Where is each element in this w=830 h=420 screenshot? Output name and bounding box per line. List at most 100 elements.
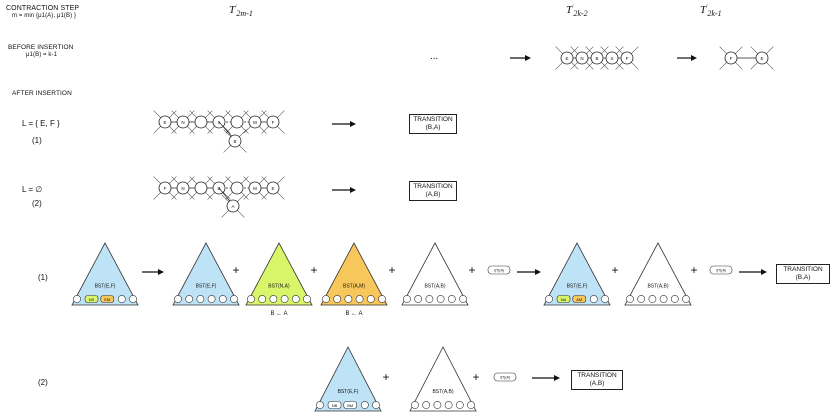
row2-tri1-pill [343, 401, 358, 409]
row1-tri5-slot [436, 295, 445, 303]
transition-box-case2: TRANSITION(A,B) [409, 181, 457, 201]
case1-branch-node-spike [238, 144, 247, 153]
row1-tri7-slot [637, 295, 646, 303]
row1-plus3: + [388, 263, 395, 277]
case1-branch-node-label: B [233, 139, 236, 144]
before-chain-node-spike [585, 46, 594, 55]
row2-tri1-label: BST(E,F) [338, 389, 359, 395]
row1-tri1-pill-label: NS [89, 297, 95, 302]
before-chain-node [590, 51, 604, 65]
before-chain-node-spike [615, 46, 624, 55]
row1-arrow1-head [158, 269, 164, 275]
before-chain-node-spike [570, 61, 579, 70]
case1-branch-node-spike [238, 129, 247, 138]
row1-tri4-slot [366, 295, 375, 303]
ellipsis: ... [430, 51, 439, 62]
row1-tri7-slot [659, 295, 668, 303]
row2-tri1-slot [372, 401, 380, 409]
row2-tri2-slot [433, 401, 442, 409]
before-chain-node [605, 51, 619, 65]
before-pair-node-label: E [760, 56, 763, 61]
case1-chain-node-spike [207, 110, 216, 119]
case1-chain-node-spike [207, 125, 216, 134]
row1-tri7-slot [682, 295, 690, 303]
before-chain-node-spike [555, 46, 564, 55]
row1-tri4 [320, 242, 388, 306]
row1-tri1-pill-label: EM [104, 297, 110, 302]
case2-branch-node-spike [236, 194, 245, 203]
row2-tri1-slot [360, 401, 369, 409]
case2-chain-node-spike [261, 191, 270, 200]
row1-tri4-label: BST(A,M) [343, 284, 365, 290]
case1-chain-node-spike [276, 125, 285, 134]
row1-tri1-pill [100, 295, 115, 303]
before-chain-node-spike [615, 61, 624, 70]
case2-chain-node-label: E [271, 186, 274, 191]
row1-tri1-pill [84, 295, 99, 303]
before-pair-node-label: F [730, 56, 733, 61]
arrow-case1-head [350, 121, 356, 127]
case2-chain-node [158, 181, 172, 195]
row1-tri7-slot [670, 295, 679, 303]
case1-chain-node [266, 115, 280, 129]
row2-tri2 [409, 346, 477, 412]
case1-chain-node-spike [243, 125, 252, 134]
row2-tri2-slot [411, 401, 419, 409]
case1-chain-node-spike [168, 125, 177, 134]
row1-plus6: + [690, 263, 697, 277]
case2-chain-node-spike [186, 176, 195, 185]
case2-chain-node-spike [189, 191, 198, 200]
before-pair-node-spike [719, 46, 728, 55]
case2-chain-node-label: N [181, 186, 184, 191]
row1-tri2-slot [218, 295, 227, 303]
case2-chain-node-spike [258, 191, 267, 200]
before-chain-node [575, 51, 589, 65]
row1-tri6-slot [601, 295, 609, 303]
row1-tri6-slot [545, 295, 553, 303]
row1-tri2 [172, 242, 240, 306]
before-insertion-title: BEFORE INSERTION [8, 44, 74, 51]
arrow-case2-head [350, 187, 356, 193]
case1-chain-node-spike [261, 125, 270, 134]
before-chain-node-spike [630, 61, 639, 70]
row1-tri3-label: BST(N,A) [268, 284, 290, 290]
case2-chain-node-label: F [164, 186, 167, 191]
row1-tri1-slot [73, 295, 81, 303]
before-pair-node-spike [750, 61, 759, 70]
case1-chain-node-spike [153, 125, 162, 134]
case2-chain-node-spike [207, 176, 216, 185]
before-chain-node-spike [570, 61, 579, 70]
row1-tri1-slot [117, 295, 126, 303]
row1-pill1-label: I(T)(A) [494, 269, 504, 273]
case2-chain-node-spike [243, 176, 252, 185]
row1-tri6-pill [556, 295, 571, 303]
row1-tri5-slot [459, 295, 467, 303]
case2-chain-node-spike [225, 176, 234, 185]
case1-chain-node-spike [258, 125, 267, 134]
case2-chain-node-spike [153, 191, 162, 200]
row2-plus1: + [382, 370, 389, 384]
row2-tri2-slot [444, 401, 453, 409]
row2-tri2-label: BST(A,B) [432, 389, 453, 395]
case2-branch-node-spike [221, 209, 230, 218]
row1-tri3 [245, 242, 313, 306]
case2-chain-node-spike [240, 176, 249, 185]
case2-branch-node-spike [236, 209, 245, 218]
row1-arrow2-head [535, 269, 541, 275]
case1-chain-node-label: F [272, 120, 275, 125]
row1-pill1 [487, 265, 511, 275]
before-pair-node-spike [734, 61, 743, 70]
row2-tri1-pill-label: BM [347, 403, 353, 408]
case2-number: (2) [32, 199, 42, 208]
before-chain-node-spike [570, 46, 579, 55]
case1-branch-node [228, 134, 242, 148]
row2-pill-label: I(T)(A) [500, 376, 510, 380]
before-chain-node-spike [600, 61, 609, 70]
bst-row1-number: (1) [38, 273, 48, 282]
before-chain-node-label: N [580, 56, 583, 61]
row1-tri4-slot [322, 295, 330, 303]
row1-tri6-label: BST(E,F) [567, 284, 588, 290]
case1-chain-node-spike [225, 110, 234, 119]
row2-tri2-slot [455, 401, 464, 409]
before-chain-node-spike [630, 46, 639, 55]
